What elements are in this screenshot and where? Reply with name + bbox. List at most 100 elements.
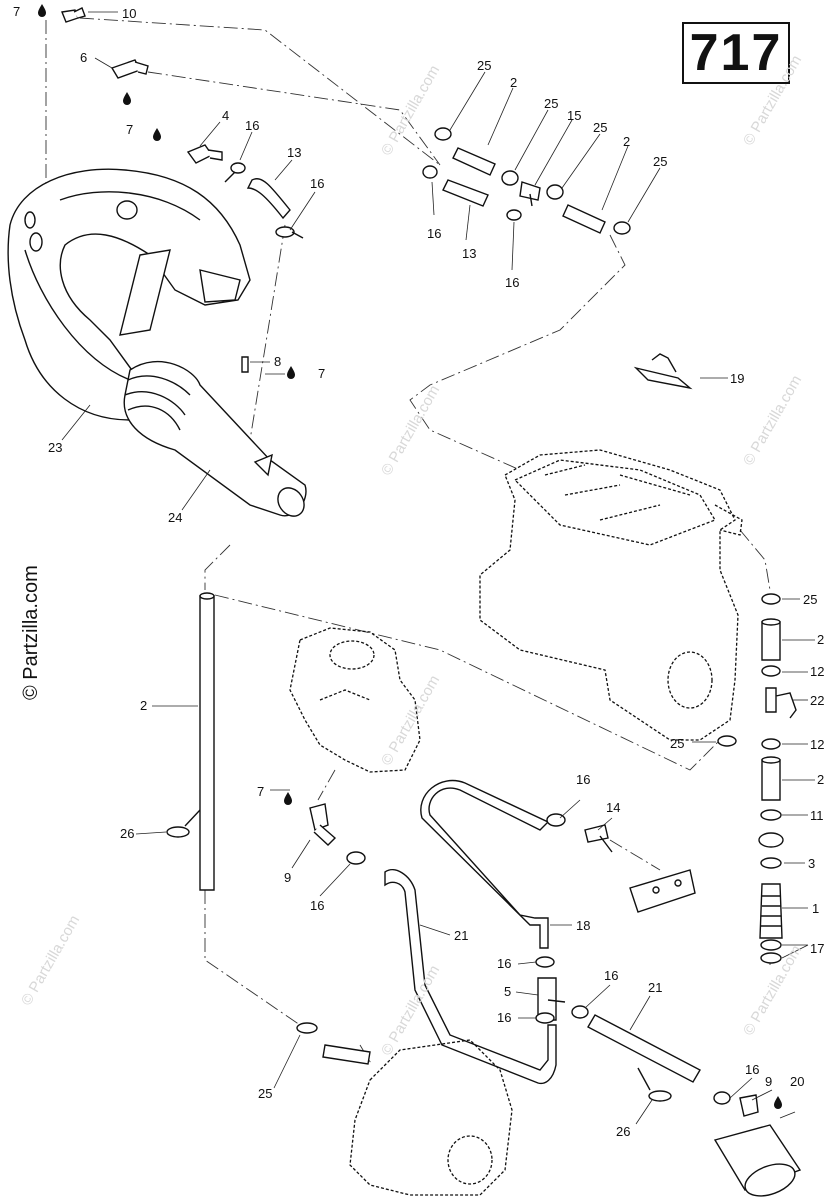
clamp-26b	[637, 1067, 672, 1102]
callout-5: 5	[504, 984, 511, 999]
drop-icon	[284, 792, 292, 805]
fitting-8	[241, 356, 249, 373]
clamp-16b-ring	[275, 226, 295, 238]
clamp-12a	[761, 665, 781, 677]
exhaust-pipe	[7, 168, 251, 421]
jet-pump-outline	[349, 1039, 513, 1196]
clamp-16e	[346, 851, 366, 865]
fitting-6-nozzle	[134, 61, 149, 75]
clamp-16a-ring	[230, 162, 246, 174]
drop-symbols	[38, 4, 782, 1109]
routing-line-diagonal	[214, 594, 721, 771]
right-stack	[717, 593, 797, 964]
oring-17b	[760, 952, 782, 964]
callout-16: 16	[505, 275, 519, 290]
clamp-16b	[275, 226, 304, 239]
callout-labels: 7 10 6 7 4 16 13 16 25 2 25 15 25 2 25 1…	[13, 4, 824, 1139]
callout-14: 14	[606, 800, 620, 815]
fitting-6	[110, 59, 149, 79]
clamp-26a-ring	[166, 826, 190, 838]
fitting-9b	[739, 1094, 759, 1117]
callout-25: 25	[477, 58, 491, 73]
hose-2d-top	[761, 756, 781, 764]
hose-13-lower	[442, 179, 489, 207]
drop-icon	[123, 92, 131, 105]
callout-2: 2	[140, 698, 147, 713]
exhaust-flange-hole-2	[24, 211, 36, 229]
washer-3	[760, 857, 782, 869]
clamp-25e	[761, 593, 781, 605]
mounting-plate	[629, 869, 696, 913]
fitting-10	[61, 7, 86, 23]
routing-line-fitting-6	[147, 71, 441, 166]
routing-line-engine-right	[739, 529, 771, 591]
clip-19	[633, 353, 693, 390]
callout-22: 22	[810, 693, 824, 708]
fitting-9a-body	[309, 803, 329, 831]
callout-9: 9	[765, 1074, 772, 1089]
callout-16: 16	[310, 898, 324, 913]
manifold-rib	[319, 689, 371, 701]
engine-outline	[479, 449, 743, 741]
upper-hose-group	[422, 127, 631, 235]
drop-icon	[153, 128, 161, 141]
clamp-16a-tab	[224, 171, 236, 183]
fitting-4	[186, 144, 223, 164]
routing-line-to-engine	[409, 234, 626, 471]
fitting-14-stem	[599, 835, 613, 853]
strainer	[713, 1124, 802, 1197]
clip-19-body	[633, 366, 693, 390]
tee-5-body	[537, 977, 566, 1021]
clamp-12b	[761, 738, 781, 750]
exhaust-flange-hole	[29, 232, 43, 252]
clamp-25a	[434, 127, 452, 141]
hose-2b	[562, 204, 606, 234]
hose-21b	[587, 1014, 701, 1083]
routing-line-top	[79, 17, 441, 166]
callout-20: 20	[790, 1074, 804, 1089]
clamp-16j	[713, 1091, 731, 1105]
engine-flywheel	[667, 651, 713, 709]
mounting-plate-hole-2	[674, 879, 682, 887]
callout-7: 7	[126, 122, 133, 137]
callout-16: 16	[497, 956, 511, 971]
callout-11: 11	[810, 808, 824, 823]
engine-block	[479, 449, 739, 741]
hose-21a	[384, 869, 557, 1085]
clamp-16h	[535, 1012, 555, 1024]
tube-2e-top	[199, 592, 215, 600]
tee-15	[519, 181, 541, 207]
clamp-26b-ring	[648, 1090, 672, 1102]
clamp-25d	[613, 221, 631, 235]
muffler	[123, 360, 307, 517]
callout-13: 13	[462, 246, 476, 261]
copyright-text: © Partzilla.com	[20, 565, 42, 700]
pipe-fitting	[322, 1044, 371, 1065]
clamp-26b-arrow	[637, 1067, 651, 1091]
tube-2e-body	[199, 595, 215, 891]
callout-26: 26	[616, 1124, 630, 1139]
fitting-1-threads	[761, 895, 782, 927]
callout-25: 25	[544, 96, 558, 111]
exhaust-mount-boss	[116, 200, 138, 220]
callout-10: 10	[122, 6, 136, 21]
clamp-16d	[506, 209, 522, 221]
callout-18: 18	[576, 918, 590, 933]
drop-icon	[774, 1096, 782, 1109]
callout-25: 25	[670, 736, 684, 751]
callout-16: 16	[245, 118, 259, 133]
clamp-16b-tab	[291, 231, 304, 239]
clamp-16c	[422, 165, 438, 179]
callout-2: 2	[623, 134, 630, 149]
routing-line-bypass-top	[204, 544, 231, 590]
callout-12: 12	[810, 737, 824, 752]
fitting-4-body	[186, 144, 214, 164]
callout-21: 21	[454, 928, 468, 943]
clamp-16i	[571, 1005, 589, 1019]
fitting-22	[765, 687, 797, 719]
callout-15: 15	[567, 108, 581, 123]
clamp-16f	[546, 813, 566, 827]
callout-25: 25	[593, 120, 607, 135]
